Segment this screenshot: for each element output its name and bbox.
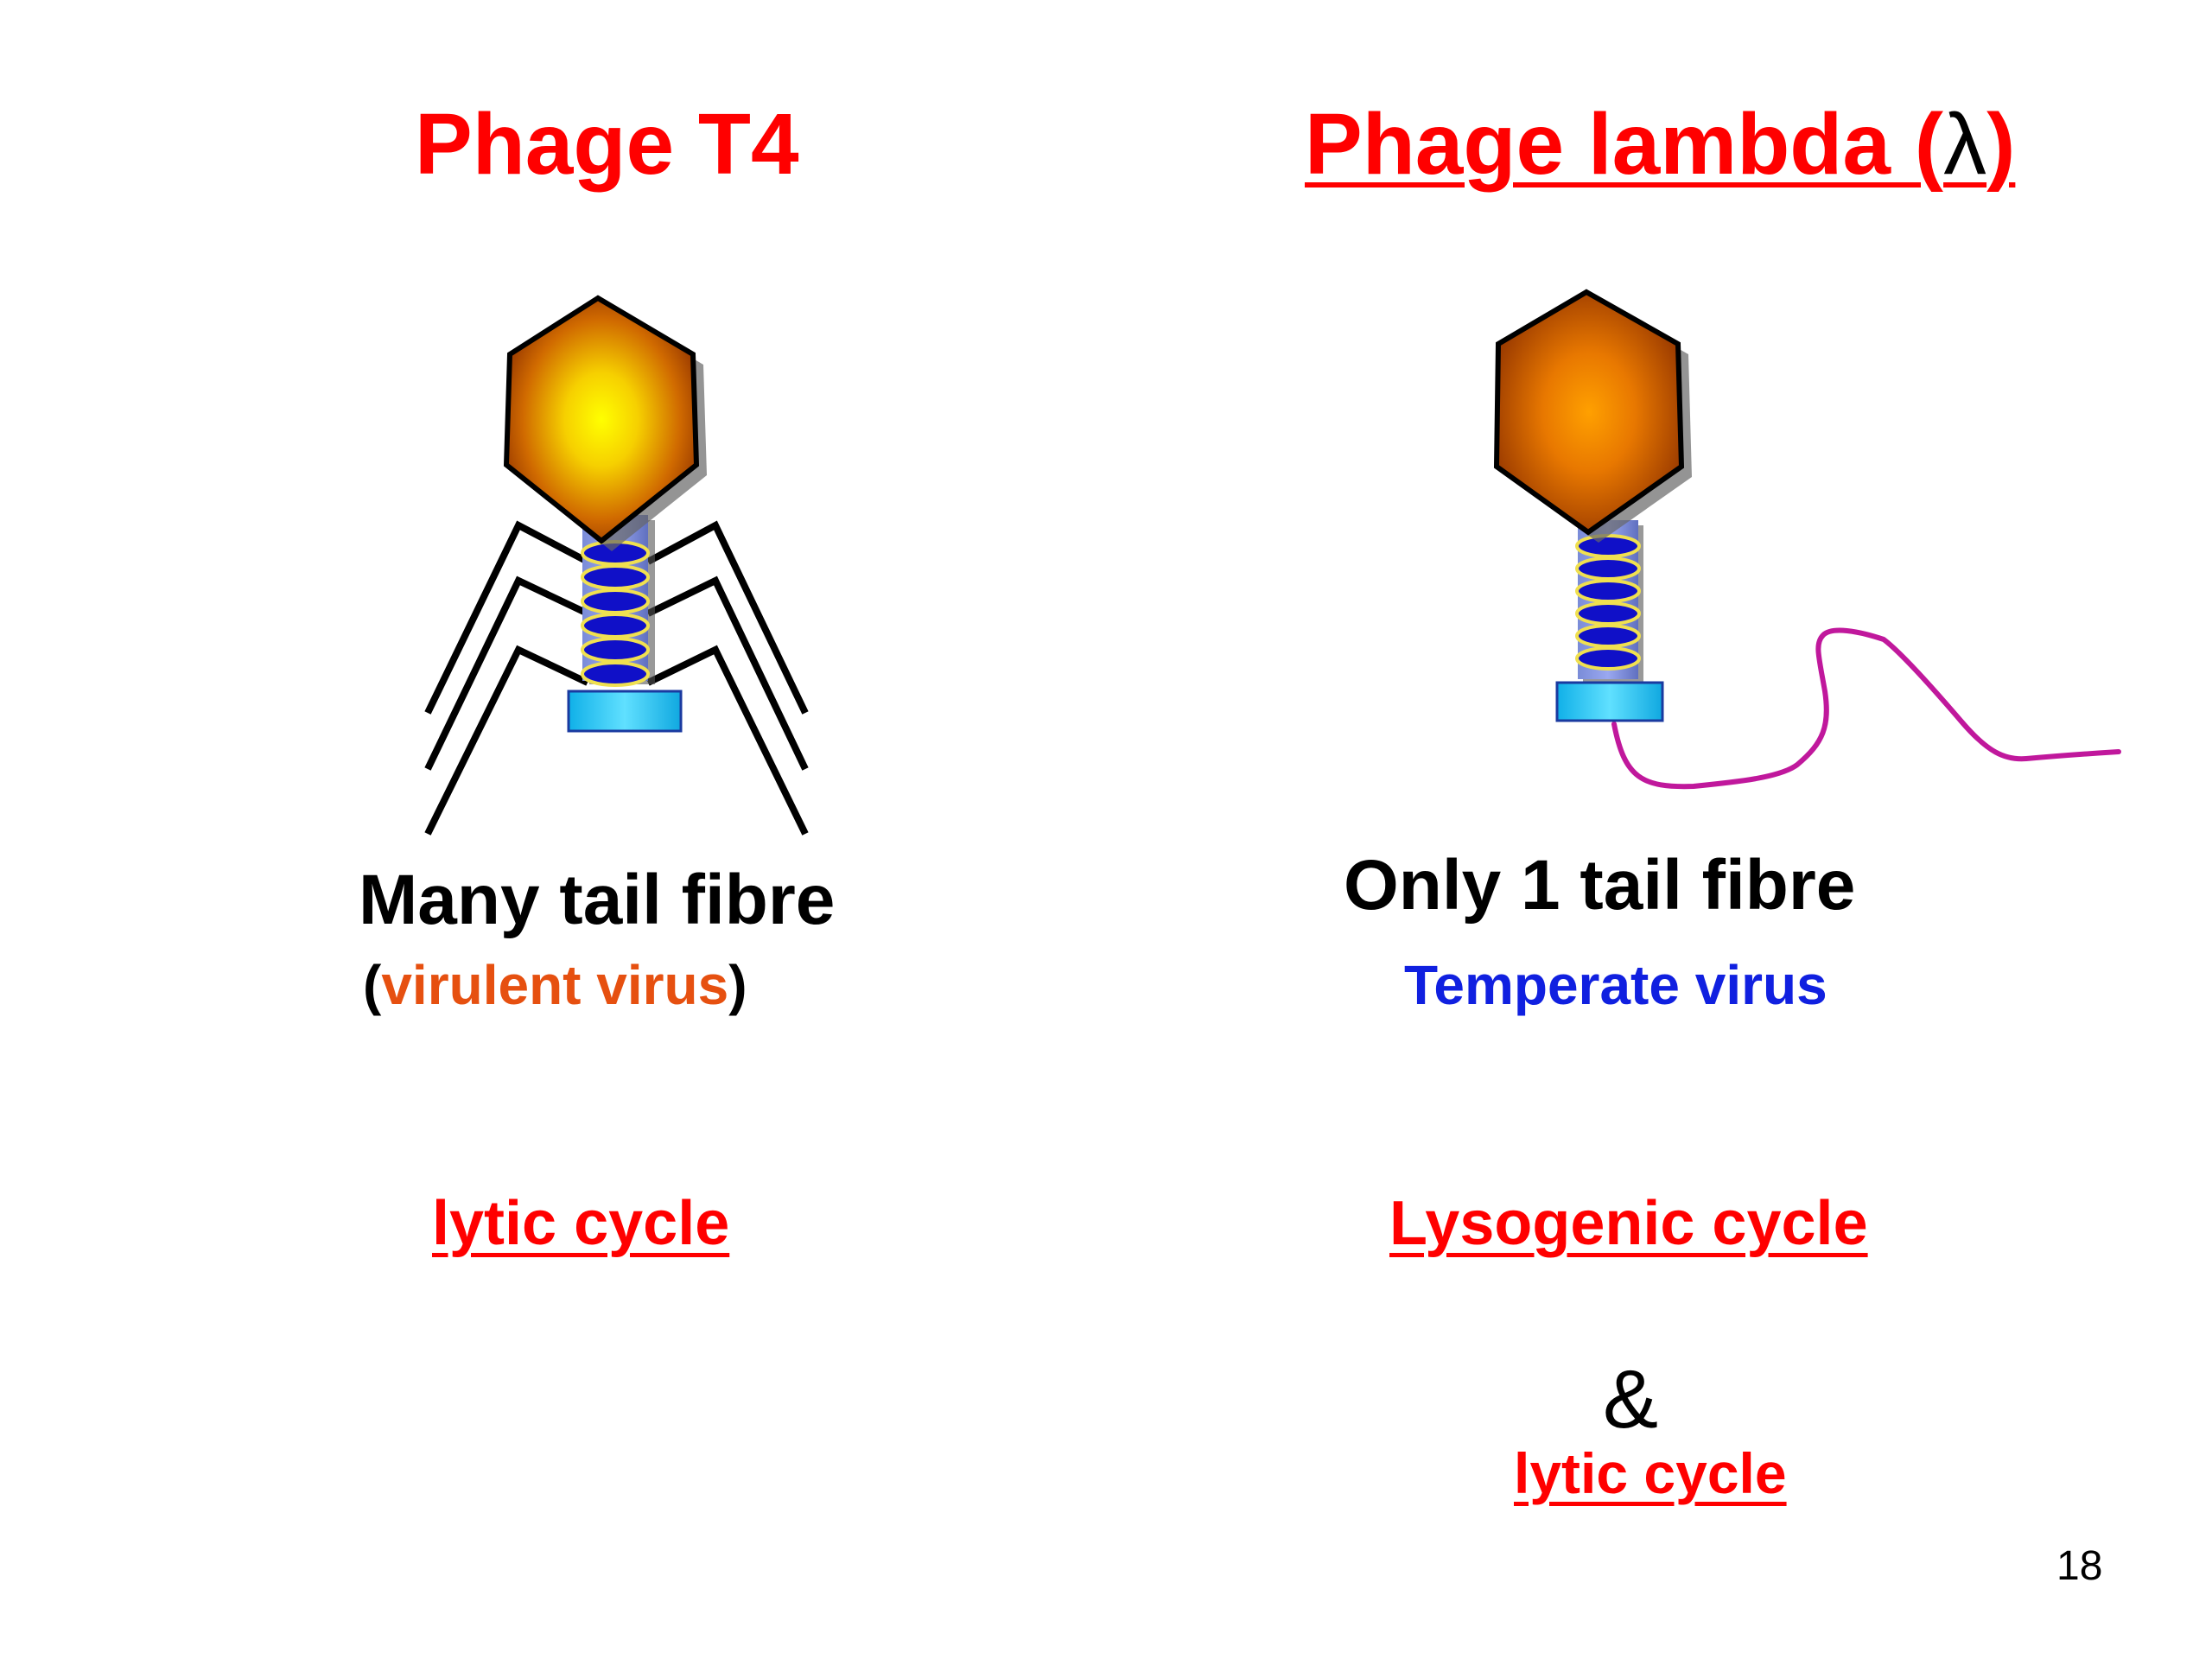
phage-lambda-title: Phage lambda (λ)	[1305, 95, 2015, 194]
t4-fibre-left-3	[424, 645, 589, 836]
many-tail-fibre-label: Many tail fibre	[359, 861, 836, 939]
paren-close: )	[728, 954, 747, 1016]
lambda-tail-coils	[1575, 534, 1641, 671]
t4-fibre-right-3	[646, 645, 809, 836]
virulent-virus-label: (virulent virus)	[363, 953, 747, 1017]
t4-fibre-right-1	[646, 520, 809, 715]
phage-lambda-title-close: )	[1986, 96, 2016, 193]
t4-baseplate	[567, 690, 683, 733]
phage-t4-title: Phage T4	[415, 96, 799, 193]
t4-fibre-left-2	[424, 575, 589, 771]
t4-lytic-cycle-label: lytic cycle	[432, 1189, 730, 1258]
lambda-lytic-cycle-label: lytic cycle	[1514, 1441, 1787, 1505]
phage-lambda-title-text: Phage lambda (	[1305, 96, 1944, 193]
phage-t4-illustration	[424, 295, 809, 836]
lambda-tail-fibre	[1611, 627, 2121, 790]
t4-head	[503, 295, 700, 544]
lambda-baseplate	[1555, 681, 1664, 722]
phage-lambda-illustration	[1493, 289, 2121, 790]
virulent-virus-text: virulent virus	[381, 954, 729, 1016]
lambda-symbol: λ	[1943, 96, 1987, 193]
t4-fibre-right-2	[646, 575, 809, 771]
lysogenic-cycle-label: Lysogenic cycle	[1389, 1189, 1868, 1258]
ampersand: &	[1603, 1353, 1659, 1446]
lambda-head	[1493, 289, 1685, 536]
page-number: 18	[2056, 1543, 2103, 1589]
only-one-tail-fibre-label: Only 1 tail fibre	[1344, 846, 1856, 925]
temperate-virus-label: Temperate virus	[1404, 954, 1827, 1016]
t4-tail-fibres	[424, 520, 809, 836]
t4-tail-coils	[581, 540, 650, 687]
paren-open: (	[363, 954, 382, 1016]
t4-fibre-left-1	[424, 520, 589, 715]
